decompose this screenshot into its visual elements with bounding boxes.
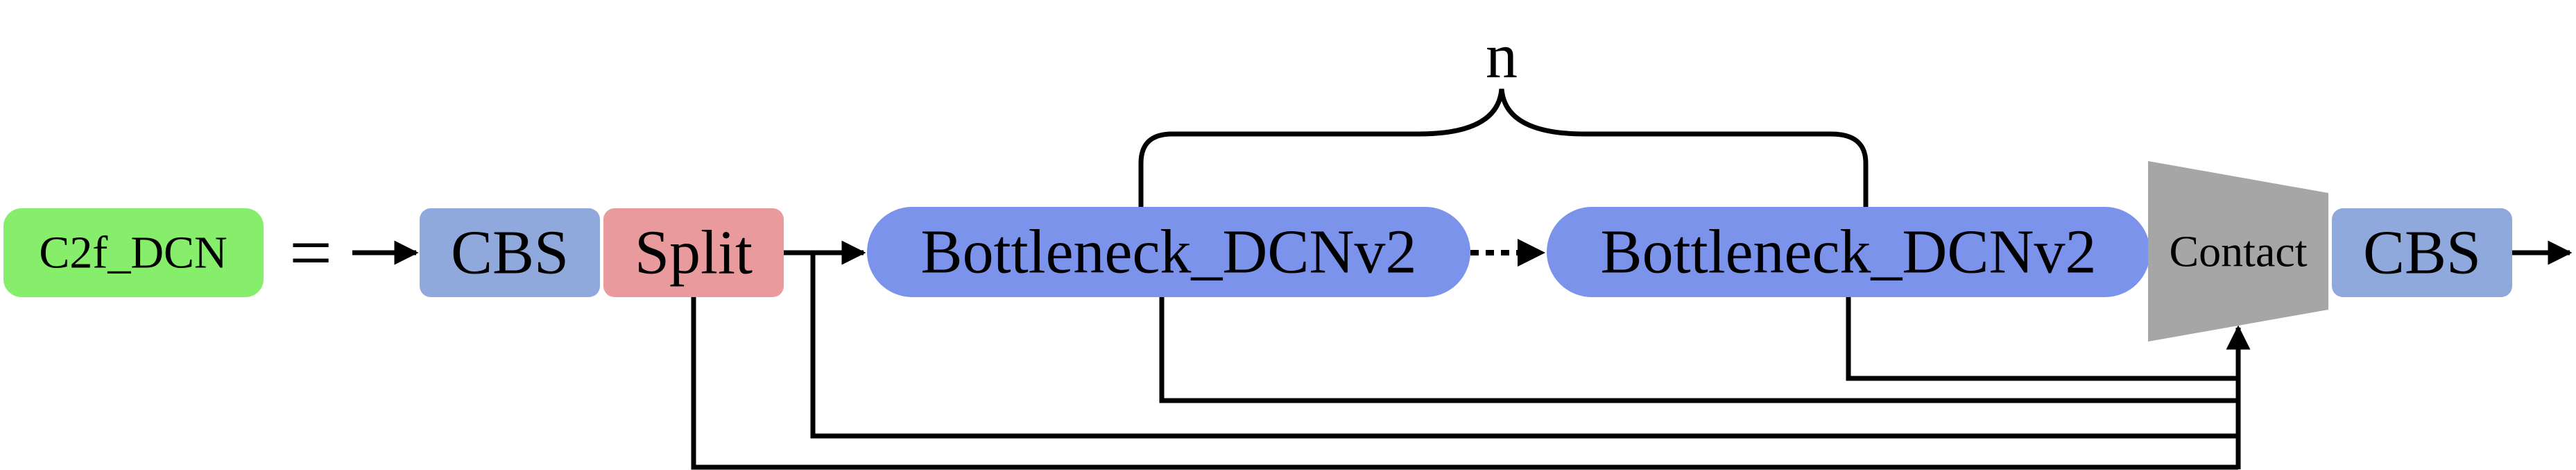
equals-sign: =	[289, 210, 332, 295]
concat-label: Contact	[2169, 227, 2307, 276]
skip-line-split-branch	[810, 253, 2238, 439]
split-label: Split	[635, 219, 753, 287]
cbs-input-label: CBS	[451, 219, 569, 287]
cbs-output-block	[2332, 208, 2512, 297]
bottleneck-block-2	[1547, 207, 2150, 297]
cbs-input-block	[420, 208, 600, 297]
c2f-dcn-block	[3, 208, 264, 297]
skip-line-bottleneck-2	[1846, 297, 2238, 381]
concat-block	[2148, 161, 2328, 342]
bottleneck-label-2: Bottleneck_DCNv2	[1601, 218, 2097, 287]
split-block	[603, 208, 784, 297]
repeat-brace	[1138, 88, 1869, 207]
skip-line-split	[691, 297, 2238, 470]
skip-line-bottleneck-1	[1159, 297, 2238, 403]
repeat-count-label: n	[1486, 20, 1518, 91]
bottleneck-block-1	[867, 207, 1470, 297]
cbs-output-label: CBS	[2363, 219, 2481, 287]
bottleneck-label-1: Bottleneck_DCNv2	[921, 218, 1417, 287]
c2f-dcn-label: C2f_DCN	[39, 228, 227, 278]
